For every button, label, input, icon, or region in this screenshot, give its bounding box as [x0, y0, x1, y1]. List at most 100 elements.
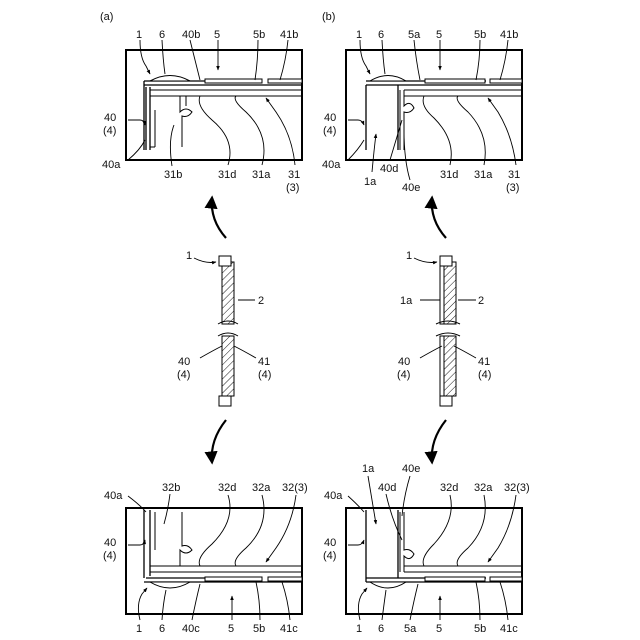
film-41b-strip: [268, 79, 302, 83]
lbl: 41c: [500, 623, 518, 635]
lbl: 5: [228, 623, 234, 635]
lbl: (4): [103, 125, 116, 137]
lbl: 41: [258, 356, 270, 368]
plate-2-upper: [222, 262, 234, 324]
end-cap-top: [219, 256, 231, 266]
lbl: 41c: [280, 623, 298, 635]
lbl: 5b: [253, 29, 265, 41]
lbl: 40: [324, 112, 336, 124]
lbl: 6: [378, 623, 384, 635]
panel-b-bottom-box: [346, 508, 522, 614]
plate-2-upper: [444, 262, 456, 324]
lbl: 5b: [474, 623, 486, 635]
lbl: (3): [506, 182, 519, 194]
lbl: 5a: [404, 623, 417, 635]
lbl: (4): [323, 125, 336, 137]
lbl: 40c: [182, 623, 200, 635]
film-5-strip: [205, 79, 262, 83]
lbl: 5b: [253, 623, 265, 635]
lbl: 2: [478, 295, 484, 307]
lbl: 31: [288, 169, 300, 181]
lbl: 41: [478, 356, 490, 368]
lbl: 40d: [380, 163, 398, 175]
lbl: 40e: [402, 463, 420, 475]
lbl: 31: [508, 169, 520, 181]
panel-a-arrow-down: [212, 420, 226, 462]
strip-1a-lower: [440, 336, 444, 396]
lbl: 31d: [218, 169, 236, 181]
lbl: 1: [406, 250, 412, 262]
lbl: 1: [356, 29, 362, 41]
lbl: 1a: [364, 176, 377, 188]
lbl: 40: [104, 112, 116, 124]
lbl: 32(3): [504, 482, 530, 494]
panel-a-bottom-box: [126, 508, 302, 614]
panel-b-top-box: [346, 50, 522, 160]
lbl: (4): [177, 369, 190, 381]
lbl: 40a: [322, 159, 341, 171]
panel-a-top-detail: 1 6 40b 5 5b 41b 40 (4) 40a 31b 31d 31a …: [102, 29, 302, 194]
lbl: 31a: [474, 169, 493, 181]
lbl: 31d: [440, 169, 458, 181]
panel-a-bottom-detail: 40a 32b 32d 32a 32(3) 40 (4) 1 6 40c 5 5…: [103, 482, 308, 635]
panel-a-top-box: [126, 50, 302, 160]
lbl: 32a: [474, 482, 493, 494]
lbl: 40: [398, 356, 410, 368]
end-cap-bottom: [440, 396, 452, 406]
lbl: 40: [178, 356, 190, 368]
lbl: (3): [286, 182, 299, 194]
panel-a-arrow-up: [212, 198, 226, 238]
panel-a: (a): [100, 11, 308, 635]
lbl: 5: [436, 623, 442, 635]
lbl: 32(3): [282, 482, 308, 494]
lbl: 1: [136, 29, 142, 41]
panel-b-label: (b): [322, 11, 335, 23]
lbl: 6: [159, 29, 165, 41]
lbl: 2: [258, 295, 264, 307]
panel-b-bottom-detail: 1a 40e 40a 40d 32d 32a 32(3) 40 (4) 1 6 …: [323, 463, 530, 635]
lbl: 32d: [440, 482, 458, 494]
lbl: 1a: [400, 295, 413, 307]
strip-1a-upper: [440, 262, 444, 324]
lbl: 6: [378, 29, 384, 41]
lbl: 40e: [402, 182, 420, 194]
lbl: 32a: [252, 482, 271, 494]
film-5-strip-bottom: [425, 577, 485, 581]
panel-b-arrow-down: [432, 420, 446, 462]
lbl: 5: [436, 29, 442, 41]
film-5-strip-bottom: [205, 577, 262, 581]
panel-a-center-section: 1 2 40 (4) 41 (4): [177, 250, 271, 406]
plate-2-lower: [222, 336, 234, 396]
lbl: 5b: [474, 29, 486, 41]
lbl: 41b: [500, 29, 518, 41]
panel-a-label: (a): [100, 11, 113, 23]
lbl: 32b: [162, 482, 180, 494]
lbl: 1: [136, 623, 142, 635]
film-41c-strip: [490, 577, 522, 581]
panel-b-arrow-up: [432, 198, 446, 238]
end-cap-bottom: [219, 396, 231, 406]
lbl: 31b: [164, 169, 182, 181]
lbl: (4): [258, 369, 271, 381]
lbl: 5a: [408, 29, 421, 41]
end-cap-top: [440, 256, 452, 266]
lbl: 41b: [280, 29, 298, 41]
lbl: 1a: [362, 463, 375, 475]
panel-b-top-detail: 1 6 5a 5 5b 41b 40 (4) 40a 40d 1a 40e 31…: [322, 29, 522, 194]
lbl: 6: [159, 623, 165, 635]
lbl: 5: [214, 29, 220, 41]
lbl: 40a: [324, 490, 343, 502]
lbl: 31a: [252, 169, 271, 181]
film-41c-strip: [268, 577, 302, 581]
lbl: (4): [103, 550, 116, 562]
lbl: 1: [356, 623, 362, 635]
lbl: (4): [478, 369, 491, 381]
lbl: 40: [104, 537, 116, 549]
film-41b-strip: [490, 79, 522, 83]
panel-b-center-section: 1 1a 2 40 (4) 41 (4): [397, 250, 491, 406]
lbl: 1: [186, 250, 192, 262]
lbl: (4): [397, 369, 410, 381]
lbl: 40a: [102, 159, 121, 171]
panel-b: (b): [322, 11, 530, 635]
